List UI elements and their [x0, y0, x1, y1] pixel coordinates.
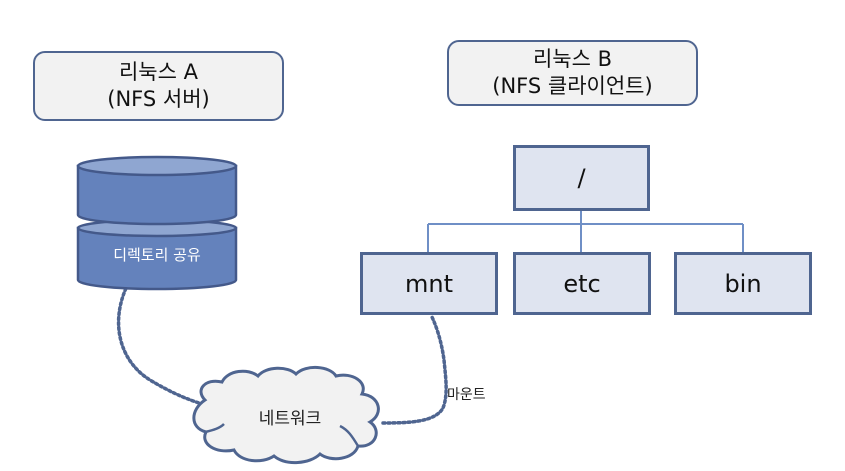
- server-title: 리눅스 A: [118, 60, 198, 84]
- storage-label: 디렉토리 공유: [113, 246, 201, 264]
- tree-node-mnt: mnt: [360, 252, 498, 315]
- server-subtitle: (NFS 서버): [107, 87, 210, 111]
- client-title-box: 리눅스 B (NFS 클라이언트): [447, 40, 698, 106]
- link-storage-to-network: [116, 282, 204, 406]
- link-network-to-mnt: [381, 315, 448, 425]
- tree-node-label: /: [577, 164, 586, 192]
- client-subtitle: (NFS 클라이언트): [492, 74, 653, 98]
- tree-node-etc: etc: [513, 252, 651, 315]
- tree-node-root: /: [513, 145, 650, 211]
- tree-node-bin: bin: [674, 252, 812, 315]
- client-title: 리눅스 B: [532, 47, 613, 71]
- network-cloud-icon: [192, 366, 380, 464]
- server-title-box: 리눅스 A (NFS 서버): [33, 51, 284, 121]
- storage-cylinder-icon: [76, 155, 238, 291]
- tree-connectors: [427, 211, 744, 252]
- tree-node-label: etc: [563, 269, 601, 298]
- tree-node-label: mnt: [405, 269, 453, 298]
- tree-node-label: bin: [724, 269, 762, 298]
- mount-label: 마운트: [447, 387, 486, 403]
- network-label: 네트워크: [258, 409, 322, 429]
